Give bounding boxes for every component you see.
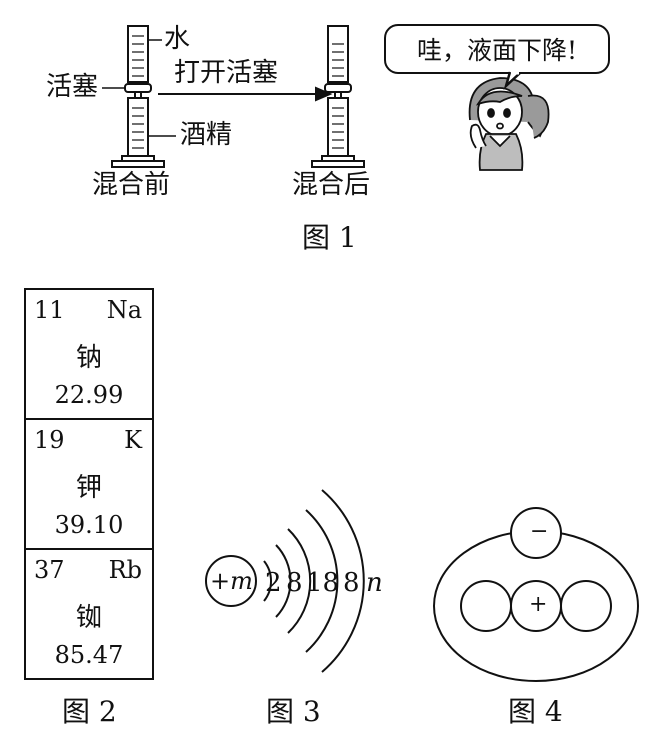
label-alcohol: 酒精 [180, 120, 233, 150]
element-symbol: K [124, 426, 142, 454]
neutral-particle-right [560, 580, 612, 632]
atomic-number: 19 [34, 426, 65, 454]
caption-figure-3: 图 3 [266, 695, 321, 728]
shell-arc-2 [275, 544, 292, 618]
shell-electrons-2: 8 [286, 568, 303, 598]
burette-before [102, 25, 176, 168]
shell-electrons-3: 18 [306, 568, 340, 598]
shell-electrons-1: 2 [265, 568, 282, 598]
element-cell-rubidium: 37 Rb 铷 85.47 [24, 548, 154, 680]
stopcock-after [324, 83, 352, 93]
atomic-mass: 85.47 [54, 641, 124, 669]
speech-bubble: 哇，液面下降! [384, 24, 610, 74]
burette-after [311, 25, 365, 168]
girl-illustration [468, 77, 550, 171]
neutral-particle-left [460, 580, 512, 632]
process-arrow [158, 86, 333, 102]
atomic-number: 37 [34, 556, 65, 584]
periodic-table-column: 11 Na 钠 22.99 19 K 钾 39.10 37 Rb 铷 85.47 [24, 288, 154, 680]
element-name: 钠 [75, 343, 102, 373]
label-stopcock: 活塞 [46, 72, 99, 102]
element-symbol: Na [106, 296, 142, 324]
shell-electrons-5: n [366, 568, 383, 598]
shell-electrons-4: 8 [343, 568, 360, 598]
element-name: 铷 [75, 603, 102, 633]
element-name: 钾 [75, 473, 102, 503]
caption-figure-2: 图 2 [62, 695, 117, 728]
atomic-mass: 39.10 [54, 511, 124, 539]
label-after-mixing: 混合后 [292, 170, 371, 200]
nucleus-charge: +m [210, 567, 253, 595]
speech-text: 哇，液面下降! [416, 36, 578, 65]
caption-figure-1: 图 1 [302, 221, 357, 254]
negative-particle [510, 507, 562, 559]
negative-sign: − [530, 519, 549, 544]
label-open-stopcock: 打开活塞 [174, 58, 279, 88]
caption-figure-4: 图 4 [508, 695, 563, 728]
shell-arc-5 [321, 489, 365, 673]
shell-arc-4 [305, 509, 339, 653]
electron-shell-arcs [263, 489, 365, 673]
element-symbol: Rb [108, 556, 142, 584]
label-water: 水 [164, 24, 191, 54]
label-before-mixing: 混合前 [92, 170, 171, 200]
atomic-number: 11 [34, 296, 65, 324]
element-cell-sodium: 11 Na 钠 22.99 [24, 288, 154, 420]
upper-tube-water [127, 25, 149, 83]
nucleus-circle [205, 555, 257, 607]
shell-arc-1 [263, 560, 273, 602]
positive-sign: + [529, 592, 548, 617]
atomic-mass: 22.99 [54, 381, 124, 409]
shell-arc-3 [287, 528, 312, 634]
